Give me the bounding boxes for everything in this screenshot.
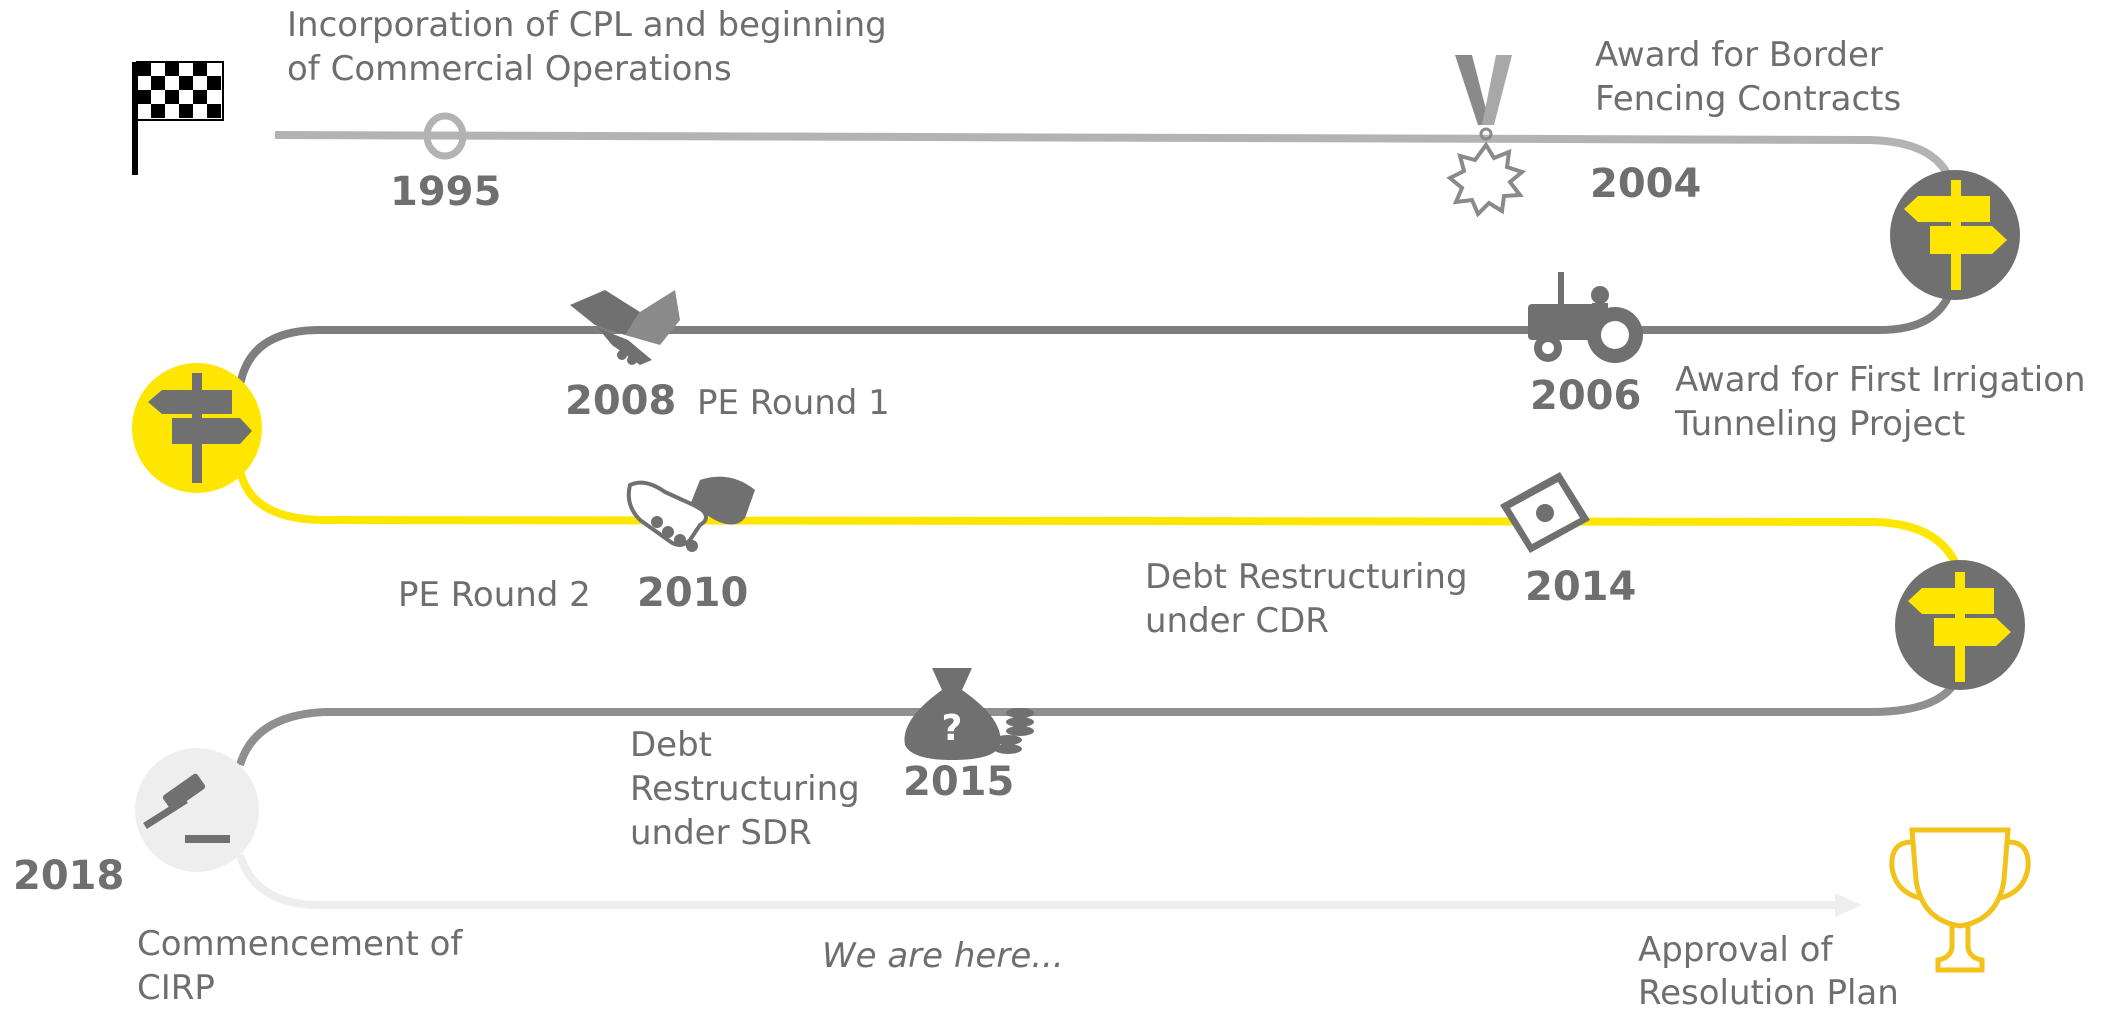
year-2006: 2006 [1530,373,1642,419]
caption-2008: PE Round 1 [697,383,890,423]
current-position-caption: We are here... [822,936,1064,976]
caption-2015-line3: under SDR [630,813,812,853]
goal-caption-line2: Resolution Plan [1638,973,1899,1013]
caption-2004-line2: Fencing Contracts [1595,79,1902,119]
signpost-icon [132,363,262,493]
caption-2010: PE Round 2 [398,575,591,615]
year-2010: 2010 [637,570,749,616]
tractor-icon [1528,272,1643,363]
path-row-1 [274,131,1959,201]
year-2008: 2008 [565,378,677,424]
year-2004: 2004 [1590,161,1702,207]
caption-2018-line1: Commencement of [137,924,463,964]
caption-2018-line2: CIRP [137,968,215,1008]
caption-2006-line1: Award for First Irrigation [1675,360,2086,400]
caption-2014-line1: Debt Restructuring [1145,557,1468,597]
caption-2004-line1: Award for Border [1595,35,1883,75]
money-bag-icon: ? [904,668,1034,760]
path-row-4 [236,668,1964,767]
arrow-head [1835,893,1862,917]
caption-2015-line1: Debt [630,725,713,765]
year-2018: 2018 [13,853,125,899]
checkered-flag-icon [132,61,224,175]
caption-2015-line2: Restructuring [630,769,860,809]
ring-marker-1995 [423,112,467,160]
year-2015: 2015 [903,759,1015,805]
goal-caption-line1: Approval of [1638,930,1833,970]
path-row-3 [236,469,1964,577]
path-row-5 [236,853,1838,909]
caption-1995-line1: Incorporation of CPL and beginning [287,5,887,45]
caption-2014-line2: under CDR [1145,601,1329,641]
handshake-icon [626,476,755,552]
handshake-icon [570,290,680,365]
year-2014: 2014 [1525,564,1637,610]
svg-text:?: ? [942,708,963,749]
caption-1995-line2: of Commercial Operations [287,49,732,89]
medal-icon [1446,55,1527,218]
trophy-icon [1889,827,2031,973]
signpost-icon [1890,170,2020,300]
signpost-icon [1895,560,2025,690]
gavel-icon [135,748,259,872]
year-1995: 1995 [390,169,502,215]
path-row-2 [236,269,1959,386]
caption-2006-line2: Tunneling Project [1675,404,1966,444]
money-icon [1500,472,1590,553]
